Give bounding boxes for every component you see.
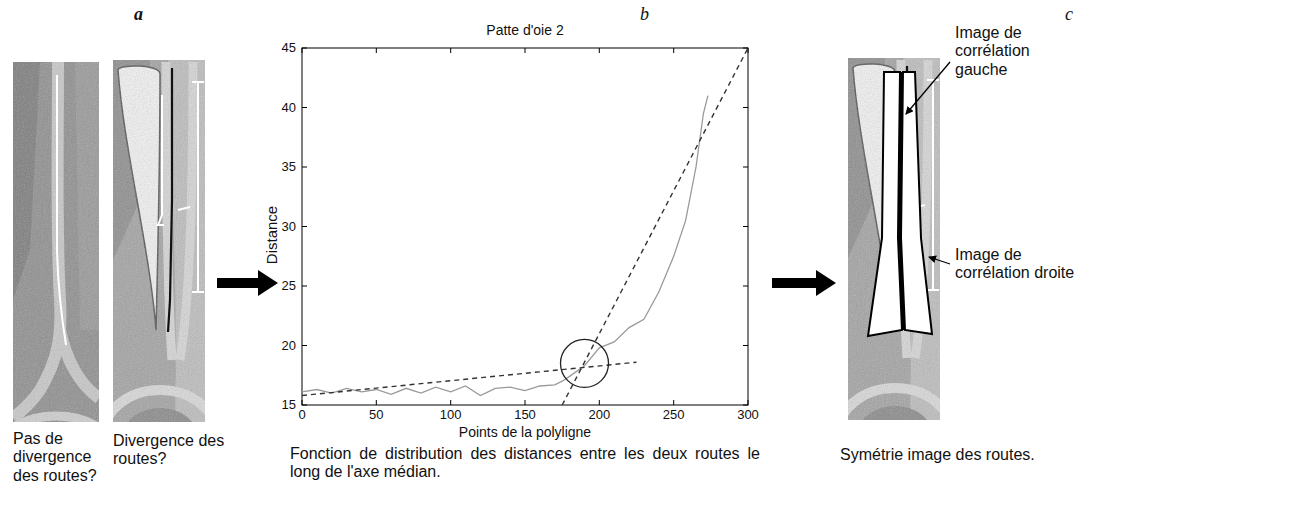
axis-tick: 200 — [588, 408, 610, 423]
axis-tick: 45 — [282, 41, 296, 56]
chart-title: Patte d'oie 2 — [290, 22, 760, 38]
axis-tick: 25 — [282, 279, 296, 294]
photo-panel: Pas de divergence des routes? — [13, 62, 99, 422]
panel-letter: b — [640, 4, 649, 25]
axis-tick: 250 — [663, 408, 685, 423]
flow-arrow — [772, 278, 816, 288]
flow-arrow — [217, 278, 258, 288]
axis-tick: 150 — [514, 408, 536, 423]
axis-tick: 0 — [298, 408, 305, 423]
panel-letter: a — [134, 4, 143, 25]
axis-tick: 20 — [282, 338, 296, 353]
panel-caption: Pas de divergence des routes? — [13, 430, 113, 485]
axis-tick: 15 — [282, 398, 296, 413]
callout-label: Image de corrélation droite — [955, 246, 1075, 283]
axis-tick: 300 — [737, 408, 759, 423]
panel-caption: Fonction de distribution des distances e… — [290, 445, 760, 482]
photo-panel: Divergence des routes? — [113, 60, 205, 422]
axis-tick: 100 — [440, 408, 462, 423]
callout-label: Image de corrélation gauche — [955, 24, 1075, 79]
axis-tick: 40 — [282, 100, 296, 115]
panel-letter: c — [1065, 4, 1073, 25]
correlation-window — [868, 72, 932, 336]
axis-title: Distance — [263, 206, 280, 264]
axis-tick: 35 — [282, 160, 296, 175]
aerial-photo — [837, 58, 953, 484]
axis-tick: 30 — [282, 219, 296, 234]
panel-caption: Symétrie image des routes. — [840, 446, 1040, 464]
chart — [302, 48, 748, 405]
aerial-photo — [13, 62, 99, 422]
leader-line — [929, 257, 950, 264]
aerial-photo — [102, 60, 218, 486]
leader-line — [906, 62, 950, 114]
axis-tick: 50 — [369, 408, 383, 423]
panel-caption: Divergence des routes? — [113, 432, 228, 469]
photo-panel: Symétrie image des routes. — [848, 58, 940, 420]
axis-title: Points de la polyligne — [459, 424, 591, 440]
